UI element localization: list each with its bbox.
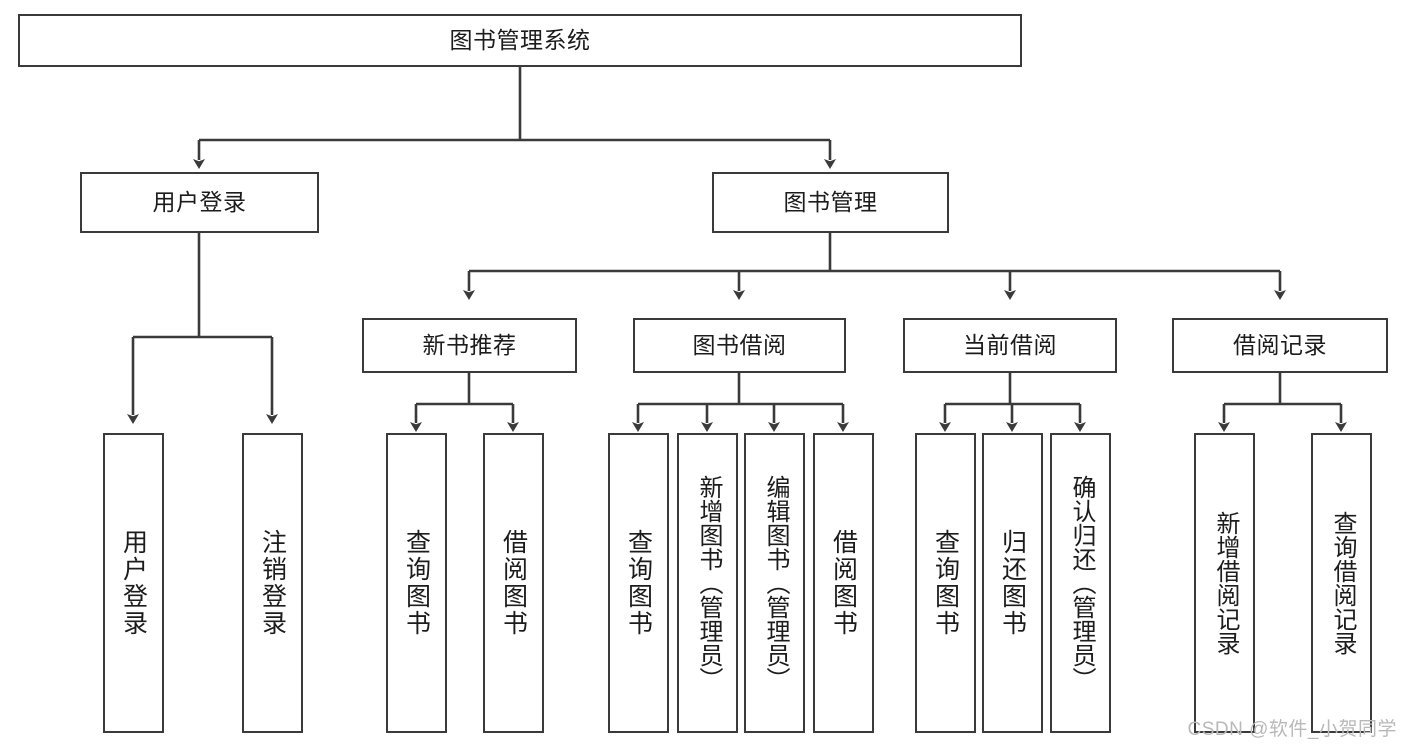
node-leaf-return-book[interactable]: 归还图书 — [982, 433, 1043, 733]
node-label: 图书借阅 — [692, 332, 787, 359]
node-leaf-query-book-cur[interactable]: 查询图书 — [915, 433, 976, 733]
node-label: 新增图书（管理员） — [694, 475, 722, 691]
node-label: 新增借阅记录 — [1211, 511, 1239, 655]
node-label: 用户登录 — [152, 189, 247, 216]
node-leaf-confirm-return[interactable]: 确认归还（管理员） — [1050, 433, 1111, 733]
node-label: 图书管理系统 — [449, 27, 591, 54]
node-label: 当前借阅 — [963, 332, 1057, 359]
node-label: 归还图书 — [998, 529, 1027, 637]
csdn-watermark: CSDN @软件_小贺同学 — [1187, 719, 1397, 740]
node-leaf-user-login[interactable]: 用户登录 — [103, 433, 164, 733]
node-label: 注销登录 — [258, 529, 287, 637]
node-label: 查询图书 — [931, 529, 960, 637]
node-label: 查询图书 — [402, 529, 431, 637]
node-root-system[interactable]: 图书管理系统 — [18, 14, 1022, 67]
node-leaf-add-book[interactable]: 新增图书（管理员） — [677, 433, 738, 733]
node-leaf-borrow-book[interactable]: 借阅图书 — [813, 433, 874, 733]
node-leaf-query-book-borrow[interactable]: 查询图书 — [608, 433, 669, 733]
node-label: 查询图书 — [624, 529, 653, 637]
node-book-manage[interactable]: 图书管理 — [712, 172, 949, 233]
node-label: 新书推荐 — [422, 332, 517, 359]
node-leaf-borrow-book-rec[interactable]: 借阅图书 — [483, 433, 544, 733]
node-label: 用户登录 — [119, 529, 148, 637]
node-leaf-add-record[interactable]: 新增借阅记录 — [1194, 433, 1255, 733]
node-label: 编辑图书（管理员） — [761, 475, 789, 691]
node-label: 查询借阅记录 — [1328, 511, 1356, 655]
node-new-book-rec[interactable]: 新书推荐 — [362, 318, 577, 373]
node-book-borrow[interactable]: 图书借阅 — [633, 318, 846, 373]
node-label: 借阅图书 — [499, 529, 528, 637]
node-user-login[interactable]: 用户登录 — [80, 172, 319, 233]
node-borrow-record[interactable]: 借阅记录 — [1172, 318, 1388, 373]
node-leaf-query-book-rec[interactable]: 查询图书 — [386, 433, 447, 733]
node-current-borrow[interactable]: 当前借阅 — [903, 318, 1117, 373]
node-label: 借阅图书 — [829, 529, 858, 637]
node-label: 确认归还（管理员） — [1067, 475, 1095, 691]
node-label: 图书管理 — [783, 189, 878, 216]
node-leaf-logout[interactable]: 注销登录 — [242, 433, 303, 733]
node-label: 借阅记录 — [1233, 332, 1327, 359]
node-leaf-query-record[interactable]: 查询借阅记录 — [1311, 433, 1372, 733]
node-leaf-edit-book[interactable]: 编辑图书（管理员） — [744, 433, 805, 733]
